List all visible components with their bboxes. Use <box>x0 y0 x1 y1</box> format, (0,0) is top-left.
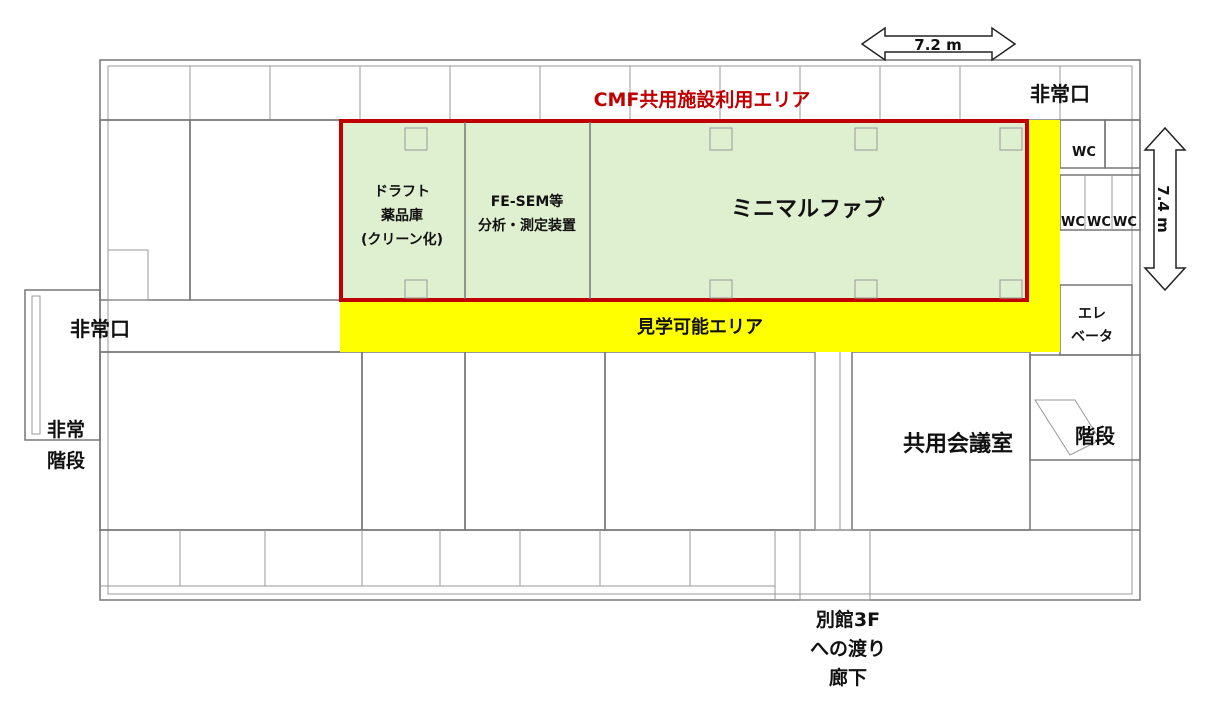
elevator-label-1: エレ <box>1078 306 1106 322</box>
vertical-dimension-label: 7.4 m <box>1154 185 1172 232</box>
emergency-stairs-label-2: 階段 <box>47 449 86 472</box>
columns <box>404 127 1023 299</box>
fesem-room-label: FE-SEM等 分析・測定装置 <box>478 193 576 234</box>
horizontal-dimension-arrow <box>860 26 1017 62</box>
svg-text:(クリーン化): (クリーン化) <box>361 231 443 248</box>
svg-text:ドラフト: ドラフト <box>374 184 430 200</box>
conference-room-label: 共用会議室 <box>903 431 1013 457</box>
visit-area-label: 見学可能エリア <box>636 316 763 338</box>
wc-label-2: WC <box>1087 215 1111 230</box>
svg-text:別館3F: 別館3F <box>816 608 880 631</box>
area-title: CMF共用施設利用エリア <box>594 88 811 111</box>
draft-room-label: ドラフト 薬品庫 (クリーン化) <box>361 184 443 248</box>
horizontal-dimension-label: 7.2 m <box>914 36 961 54</box>
svg-text:分析・測定装置: 分析・測定装置 <box>478 217 576 234</box>
wc-label-3: WC <box>1113 215 1137 230</box>
bridge-label: 別館3F への渡り 廊下 <box>810 608 886 689</box>
stairs-label: 階段 <box>1075 424 1115 448</box>
svg-text:FE-SEM等: FE-SEM等 <box>491 193 564 210</box>
cmf-area <box>339 119 1029 302</box>
emergency-exit-left: 非常口 <box>70 317 130 341</box>
svg-text:への渡り: への渡り <box>810 637 886 660</box>
elevator-label-2: ベータ <box>1071 329 1113 345</box>
vertical-dimension-arrow <box>1143 126 1187 292</box>
emergency-stairs-label-1: 非常 <box>47 418 85 441</box>
visit-area <box>340 120 1060 352</box>
svg-text:廊下: 廊下 <box>829 666 867 689</box>
emergency-exit-top: 非常口 <box>1030 82 1090 106</box>
building-walls <box>24 59 1141 601</box>
svg-text:薬品庫: 薬品庫 <box>381 207 423 224</box>
wc-label: WC <box>1072 145 1096 160</box>
wc-label-1: WC <box>1061 215 1085 230</box>
minimal-fab-label: ミニマルファブ <box>731 196 885 222</box>
